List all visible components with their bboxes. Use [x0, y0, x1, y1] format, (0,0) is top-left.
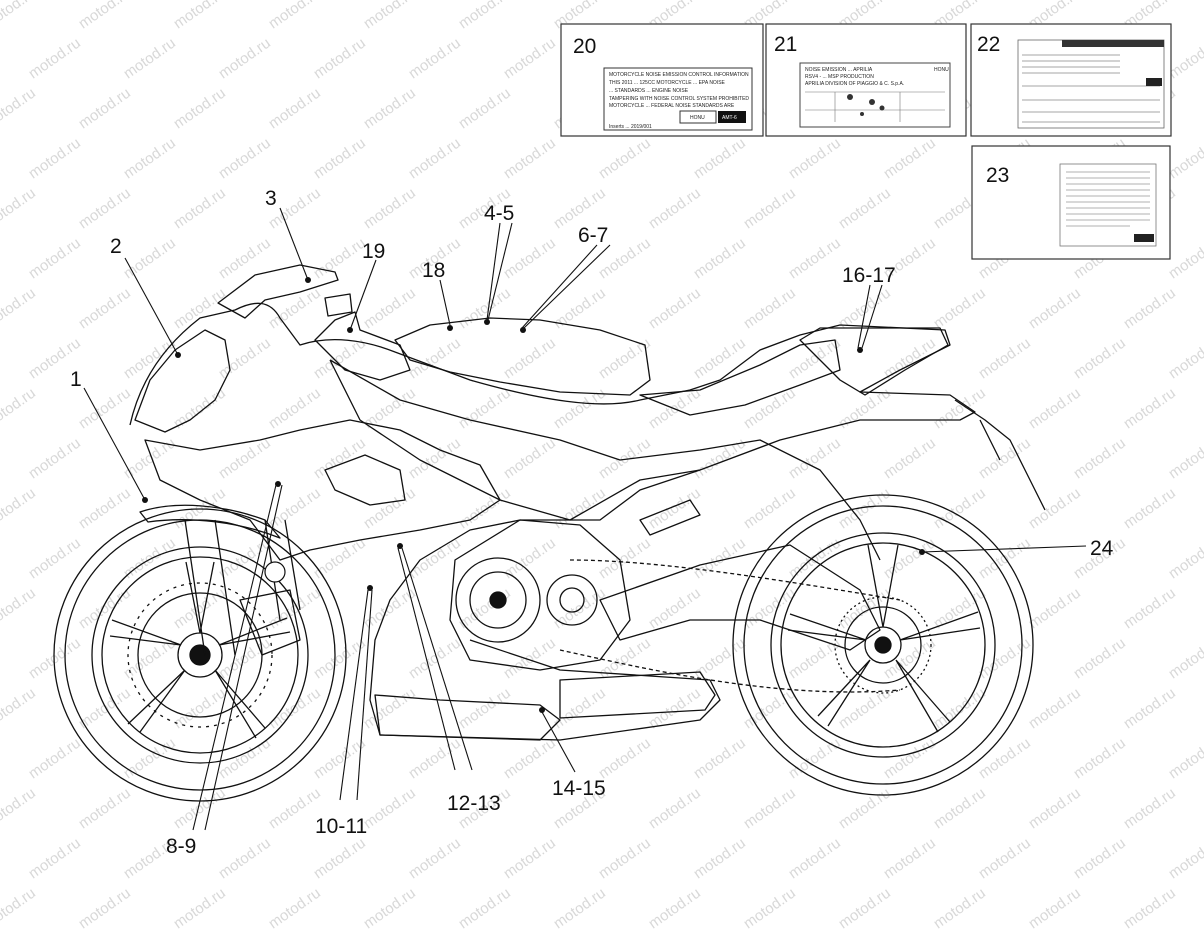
rear-fender-bracket — [954, 399, 1046, 511]
fuel-tank — [394, 317, 651, 396]
ref-label-16-17: 16-17 — [842, 264, 896, 287]
panel-20-line-4: TAMPERING WITH NOISE CONTROL SYSTEM PROH… — [609, 96, 749, 102]
ref-label-8-9: 8-9 — [166, 835, 196, 858]
front-fairing — [129, 302, 976, 741]
brake-reservoir — [324, 293, 353, 317]
seat — [639, 339, 841, 416]
ref-label-1: 1 — [70, 368, 82, 391]
panel-22-number: 22 — [977, 33, 1000, 56]
panel-20-line-5: MOTORCYCLE ... FEDERAL NOISE STANDARDS A… — [609, 103, 735, 109]
panel-22: 22 — [970, 23, 1172, 137]
handlebar — [314, 311, 411, 381]
fairing-side-panel — [144, 419, 501, 561]
panel-21: 21 NOISE EMISSION ... APRILIA RSV4 - ...… — [765, 23, 967, 137]
ref-label-24: 24 — [1090, 537, 1114, 560]
panel-20-line-2: THIS 2011 ... 125CC MOTORCYCLE ... EPA N… — [609, 80, 726, 86]
panel-20-number: 20 — [573, 35, 596, 58]
leader-dots — [142, 277, 925, 713]
exhaust — [559, 671, 716, 719]
panel-21-line-3: APRILIA DIVISION OF PIAGGIO & C. S.p.A. — [805, 81, 904, 87]
headlight — [134, 329, 231, 433]
front-fender — [139, 504, 281, 539]
exploded-diagram: 20 MOTORCYCLE NOISE EMISSION CONTROL INF… — [53, 23, 1172, 858]
panel-20: 20 MOTORCYCLE NOISE EMISSION CONTROL INF… — [560, 23, 764, 137]
belly-pan — [374, 694, 561, 741]
rear-shock — [639, 499, 701, 536]
reflector — [264, 561, 286, 583]
windscreen — [217, 264, 339, 319]
brake-caliper — [239, 589, 301, 656]
chain — [559, 559, 901, 693]
front-fork — [184, 519, 301, 656]
panel-20-line-3: ... STANDARDS ... ENGINE NOISE — [609, 88, 689, 94]
ref-label-10-11: 10-11 — [315, 815, 367, 838]
leader-lines — [83, 207, 1087, 831]
panel-20-box-left: HONU — [690, 115, 705, 121]
ref-label-14-15: 14-15 — [552, 777, 606, 800]
ref-label-3: 3 — [265, 187, 277, 210]
ref-label-19: 19 — [362, 240, 385, 263]
panel-21-box-right: HONU — [934, 67, 949, 73]
air-intake — [324, 454, 406, 506]
ref-label-6-7: 6-7 — [578, 224, 608, 247]
panel-20-box-right: AMT-6 — [722, 115, 737, 121]
panel-21-line-2: RSV4 - ... MSP PRODUCTION — [805, 74, 874, 80]
ref-label-2: 2 — [110, 235, 122, 258]
panel-23-number: 23 — [986, 164, 1009, 187]
engine — [449, 519, 631, 671]
panel-20-bottom: Inserts ... 2019/001 — [609, 124, 652, 130]
ref-label-12-13: 12-13 — [447, 792, 501, 815]
tail-section — [799, 327, 949, 396]
ref-label-4-5: 4-5 — [484, 202, 514, 225]
panel-23: 23 — [971, 145, 1171, 260]
frame — [329, 359, 881, 561]
swingarm — [599, 544, 881, 651]
panel-21-number: 21 — [774, 33, 797, 56]
rear-wheel — [732, 494, 1034, 796]
motorcycle-illustration — [53, 264, 1046, 802]
panel-20-line-1: MOTORCYCLE NOISE EMISSION CONTROL INFORM… — [609, 72, 749, 78]
ref-label-18: 18 — [422, 259, 445, 282]
panel-21-line-1: NOISE EMISSION ... APRILIA — [805, 67, 873, 73]
